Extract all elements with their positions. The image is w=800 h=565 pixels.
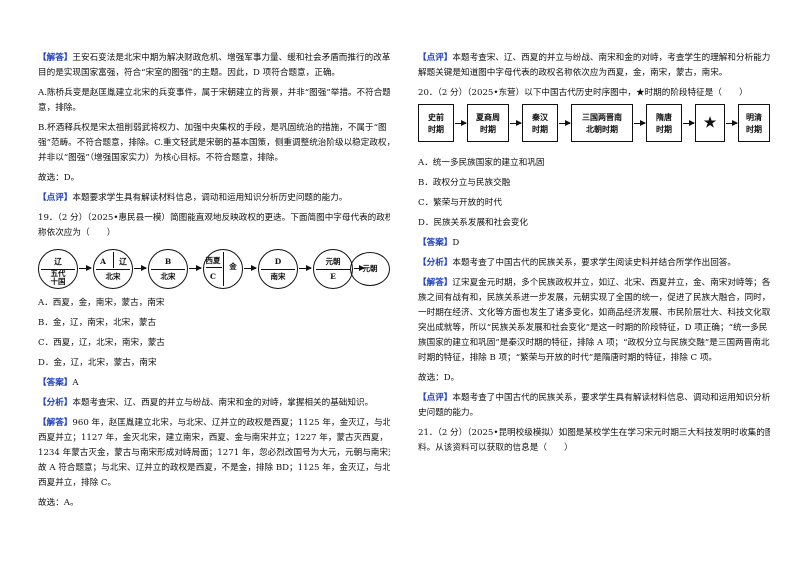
option-c: C．繁荣与开放的时代 <box>418 198 502 208</box>
text-line: 一时期在经济、文化等方面也发生了诸多变化，如商品经济发展、市民阶层壮大、科技文化… <box>418 308 770 318</box>
question-stem: 料。从该资料可以获取的信息是（ ） <box>418 443 573 453</box>
arrow <box>79 265 92 271</box>
timeline-circle-1: 辽 五代 十国 <box>38 249 78 289</box>
option-d: D．金，辽，北宋，蒙古，南宋 <box>38 358 157 368</box>
question-stem: 19．（2 分）（2025•惠民县一模）简图能直观地反映政权的更迭。下面简图中字… <box>38 213 390 223</box>
text-line: B.杯酒释兵权是宋太祖削弱武将权力、加强中央集权的手段，是巩固统治的措施，不属于… <box>38 123 387 133</box>
solution-line: 【解答】辽宋夏金元时期，多个民族政权并立，如辽、北宋、西夏并立，金、南宋对峙等；… <box>418 278 770 288</box>
option-c: C．西夏，辽，北宋，南宋，蒙古 <box>38 338 165 348</box>
text-line: 1234 年蒙古灭金，蒙古与南宋形成对峙局面；1271 年，忽必烈改国号为大元，… <box>38 448 390 458</box>
solution-line: 【解答】960 年，赵匡胤建立北宋，与北宋、辽并立的政权是西夏；1125 年，金… <box>38 418 390 428</box>
star-period-box: ★ <box>695 104 725 142</box>
review-line: 【点评】本题考查宋、辽、西夏的并立与纷战、南宋和金的对峙，考查学生的理解和分析能… <box>418 53 770 63</box>
regime-timeline-diagram: 辽 五代 十国 A 辽 北宋 B 北宋 西夏 金 C D 南宋 <box>38 248 390 290</box>
text-line: 【解答】王安石变法是北宋中期为解决财政危机、增强军事力量、缓和社会矛盾而推行的改… <box>38 53 390 63</box>
arrow <box>189 265 202 271</box>
analysis-line: 【分析】本题考查宋、辽、西夏的并立与纷战、南宋和金的对峙，掌握相关的基础知识。 <box>38 398 374 408</box>
arrow <box>134 265 147 271</box>
answer-line: 【答案】D <box>418 238 460 248</box>
option-a: A．西夏，金，南宋，蒙古，南宋 <box>38 298 165 308</box>
question-stem: 21．（2 分）（2025•昆明校级模拟）如图是某校学生在学习宋元时期三大科技发… <box>418 428 770 438</box>
text-line: 西夏并立，排除 C。 <box>38 478 117 488</box>
text-line: 目的是实现国家富强，符合“宋室的图强”的主题。因此，D 项符合题意，正确。 <box>38 68 341 78</box>
text-line: 故 A 符合题意；与北宋、辽并立的政权是西夏，不是金，排除 BD；1125 年，… <box>38 463 390 473</box>
text-line: 强”范畴。不符合题意，排除。C.重文轻武是宋朝的基本国策，侧重调整统治阶级以稳定… <box>38 138 390 148</box>
arrow <box>726 120 738 126</box>
text-line: 故选：D。 <box>418 373 460 383</box>
text-line: 意，排除。 <box>38 103 81 113</box>
timeline-circle-2: A 辽 北宋 <box>93 249 133 289</box>
text-line: 故选：D。 <box>38 173 80 183</box>
text-line: 突出成就等，所以“民族关系发展和社会变化”是这一时期的阶段特征，D 项正确；“统… <box>418 323 768 333</box>
arrow <box>244 265 257 271</box>
period-box: 秦汉 时期 <box>522 104 558 142</box>
option-b: B．金，辽，南宋，北宋，蒙古 <box>38 318 157 328</box>
period-box: 隋唐 时期 <box>646 104 682 142</box>
text-line: 故选：A。 <box>38 498 79 508</box>
period-box: 夏商周 时期 <box>467 104 509 142</box>
timeline-circle-4: 西夏 金 C <box>203 249 243 289</box>
timeline-circle-6: 元朝 E <box>313 249 353 289</box>
option-d: D．民族关系发展和社会变化 <box>418 218 529 228</box>
option-a: A．统一多民族国家的建立和巩固 <box>418 158 545 168</box>
text-line: 史问题的能力。 <box>418 408 479 418</box>
text-line: 并非以“图强”（增强国家实力）为核心目标。不符合题意，排除。 <box>38 153 284 163</box>
period-box: 三国两晋南 北朝时期 <box>571 104 633 142</box>
answer-line: 【答案】A <box>38 378 79 388</box>
text-line: 西夏并立；1127 年，金灭北宋，建立南宋，西夏、金与南宋并立；1227 年，蒙… <box>38 433 388 443</box>
period-timeline: 史前 时期 夏商周 时期 秦汉 时期 三国两晋南 北朝时期 隋唐 时期 ★ 明清… <box>418 102 770 146</box>
text-line: 解题关键是知道图中字母代表的政权名称依次应为西夏，金，南宋，蒙古，南宋。 <box>418 68 728 78</box>
arrow <box>455 120 467 126</box>
arrow <box>634 120 646 126</box>
arrow <box>559 120 571 126</box>
review-line: 【点评】本题考查了中国古代的民族关系，要求学生具有解读材料信息、调动和运用知识分… <box>418 393 770 403</box>
timeline-end-yuan: 元朝 <box>350 252 390 286</box>
question-stem: 20．（2 分）（2025•东营）以下中国古代历史时序图中，★时期的阶段特征是（… <box>418 88 748 98</box>
question-stem: 称依次应为（ ） <box>38 228 116 238</box>
text-line: 族国家的建立和巩固”是秦汉时期的特征，排除 A 项；“政权分立与民族交融”是三国… <box>418 338 770 348</box>
timeline-circle-3: B 北宋 <box>148 249 188 289</box>
text-line: 【点评】本题要求学生具有解读材料信息，调动和运用知识分析历史问题的能力。 <box>38 193 348 203</box>
text-line: A.陈桥兵变是赵匡胤建立北宋的兵变事件，属于宋朝建立的背景，并非“图强”举措。不… <box>38 88 390 98</box>
timeline-circle-5: D 南宋 <box>258 249 298 289</box>
analysis-line: 【分析】本题考查了中国古代的民族关系，要求学生阅读史料并结合所学作出回答。 <box>418 258 736 268</box>
period-box: 明清 时期 <box>738 104 770 142</box>
option-b: B．政权分立与民族交融 <box>418 178 511 188</box>
arrow <box>299 265 312 271</box>
arrow <box>683 120 695 126</box>
text-line: 族之间有战有和，民族关系进一步发展，元朝实现了全国的统一，促进了民族大融合，同时… <box>418 293 770 303</box>
period-box: 史前 时期 <box>418 104 454 142</box>
arrow <box>510 120 522 126</box>
text-line: 时期的特征，排除 B 项；“繁荣与开放的时代”是隋唐时期的特征，排除 C 项。 <box>418 353 718 363</box>
